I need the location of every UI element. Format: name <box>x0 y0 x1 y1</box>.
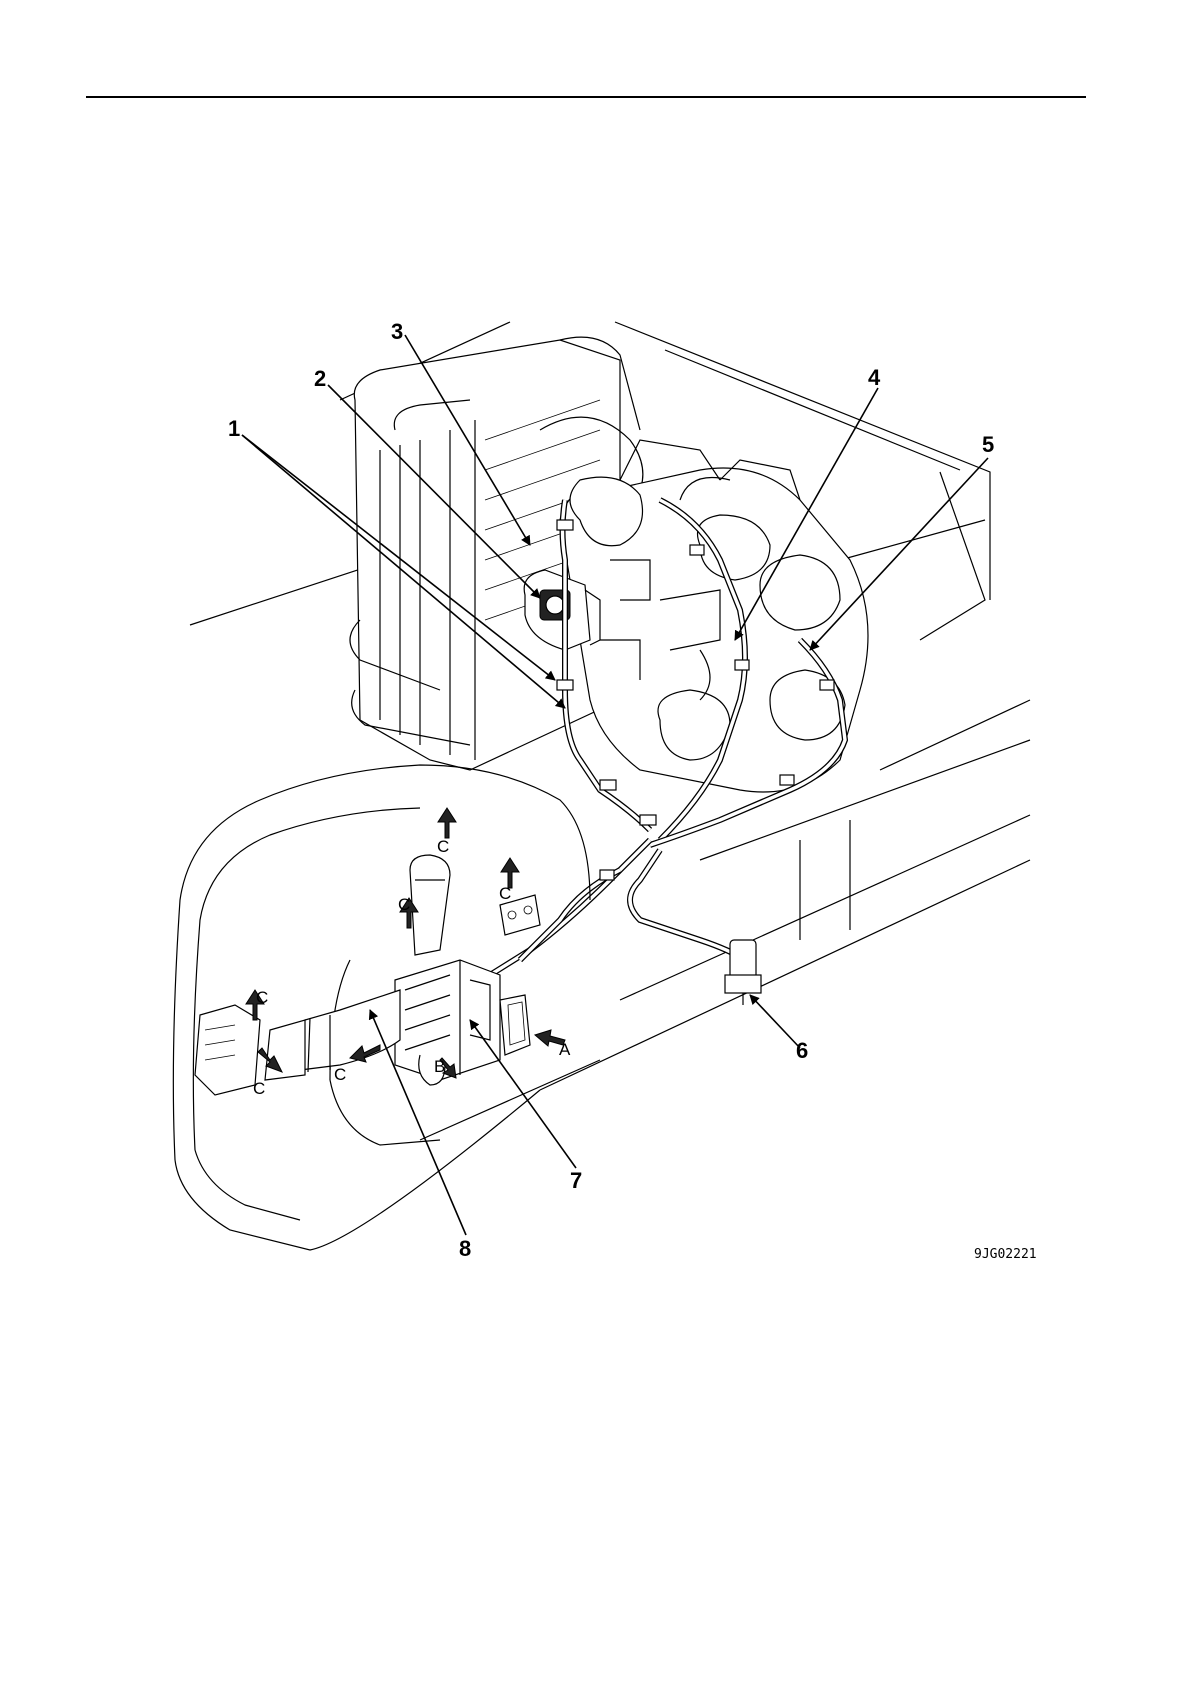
callout-5: 5 <box>982 432 994 457</box>
label-b: B <box>434 1057 445 1076</box>
callout-1: 1 <box>228 416 240 441</box>
label-c-1: C <box>437 837 449 856</box>
label-c-2: C <box>499 884 511 903</box>
callout-2: 2 <box>314 366 326 391</box>
label-c-6: C <box>334 1065 346 1084</box>
label-c-3: C <box>398 895 410 914</box>
callout-7: 7 <box>570 1168 582 1193</box>
label-c-5: C <box>253 1079 265 1098</box>
air-conditioner-unit <box>395 960 530 1085</box>
figure-code: 9JG02221 <box>974 1247 1037 1262</box>
receiver-dryer <box>725 940 761 1005</box>
label-a: A <box>559 1040 571 1059</box>
callout-8: 8 <box>459 1236 471 1261</box>
engine-block <box>560 440 868 792</box>
callout-6: 6 <box>796 1038 808 1063</box>
callout-4: 4 <box>868 365 881 390</box>
callout-3: 3 <box>391 319 403 344</box>
label-c-4: C <box>256 988 268 1007</box>
